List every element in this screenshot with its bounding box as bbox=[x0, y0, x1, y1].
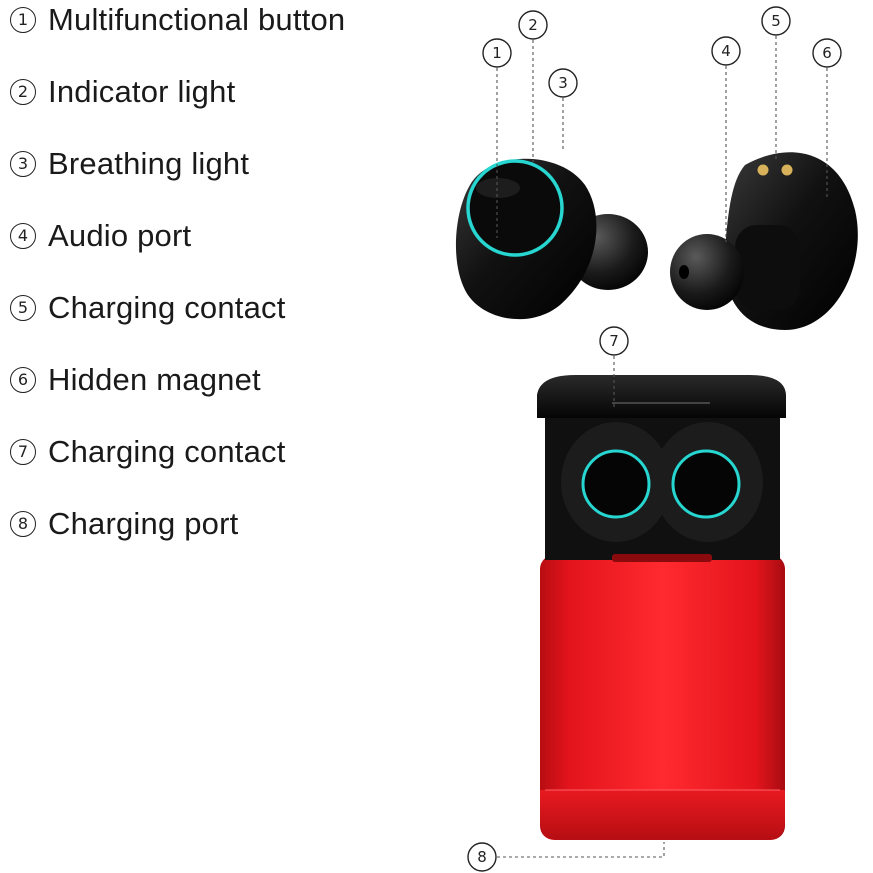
case-tray-notch bbox=[612, 554, 712, 562]
legend-number: 8 bbox=[10, 511, 36, 537]
right-earbud-stem bbox=[735, 225, 800, 310]
callout-5: 5 bbox=[761, 6, 791, 36]
left-earbud-button bbox=[466, 159, 564, 257]
legend-item-8: 8 Charging port bbox=[10, 504, 238, 544]
case-right-bud-ring bbox=[671, 449, 741, 519]
callout-label: 5 bbox=[771, 12, 781, 30]
case-red-bottom bbox=[540, 790, 785, 840]
legend-number: 3 bbox=[10, 151, 36, 177]
charging-case bbox=[537, 375, 786, 840]
legend-label: Charging contact bbox=[48, 290, 286, 325]
legend-label: Charging port bbox=[48, 506, 239, 541]
callout-1: 1 bbox=[482, 38, 512, 68]
case-lid bbox=[537, 375, 786, 418]
legend-label: Hidden magnet bbox=[48, 362, 261, 397]
leader-lines bbox=[496, 36, 828, 858]
callout-3: 3 bbox=[548, 68, 578, 98]
callout-label: 7 bbox=[609, 332, 619, 350]
legend-number: 1 bbox=[10, 7, 36, 33]
legend-item-7: 7 Charging contact bbox=[10, 432, 286, 472]
callout-6: 6 bbox=[812, 38, 842, 68]
left-earbud-highlight bbox=[476, 178, 520, 198]
legend-number: 7 bbox=[10, 439, 36, 465]
legend-item-2: 2 Indicator light bbox=[10, 72, 235, 112]
charging-contact-left bbox=[757, 164, 769, 176]
callout-2: 2 bbox=[518, 10, 548, 40]
case-left-bud-ring bbox=[581, 449, 651, 519]
callout-label: 2 bbox=[528, 16, 538, 34]
callout-4: 4 bbox=[711, 36, 741, 66]
callout-label: 4 bbox=[721, 42, 731, 60]
callout-label: 1 bbox=[492, 44, 502, 62]
callout-8: 8 bbox=[467, 842, 497, 872]
legend-item-1: 1 Multifunctional button bbox=[10, 0, 345, 40]
legend-label: Multifunctional button bbox=[48, 2, 346, 37]
callout-7: 7 bbox=[599, 326, 629, 356]
callout-label: 6 bbox=[822, 44, 832, 62]
legend-label: Audio port bbox=[48, 218, 192, 253]
audio-port bbox=[679, 265, 689, 279]
legend-label: Indicator light bbox=[48, 74, 236, 109]
left-earbud bbox=[455, 158, 648, 320]
legend-number: 2 bbox=[10, 79, 36, 105]
right-earbud bbox=[670, 152, 858, 330]
legend-number: 4 bbox=[10, 223, 36, 249]
legend-item-5: 5 Charging contact bbox=[10, 288, 286, 328]
callout-label: 8 bbox=[477, 848, 487, 866]
case-red-body bbox=[540, 555, 785, 840]
legend-number: 5 bbox=[10, 295, 36, 321]
charging-contact-right bbox=[781, 164, 793, 176]
legend-item-6: 6 Hidden magnet bbox=[10, 360, 261, 400]
callout-label: 3 bbox=[558, 74, 568, 92]
legend-item-4: 4 Audio port bbox=[10, 216, 191, 256]
legend-item-3: 3 Breathing light bbox=[10, 144, 249, 184]
legend-label: Charging contact bbox=[48, 434, 286, 469]
legend-number: 6 bbox=[10, 367, 36, 393]
leader-line-8 bbox=[497, 842, 665, 858]
right-earbud-tip bbox=[670, 234, 744, 310]
legend-label: Breathing light bbox=[48, 146, 250, 181]
